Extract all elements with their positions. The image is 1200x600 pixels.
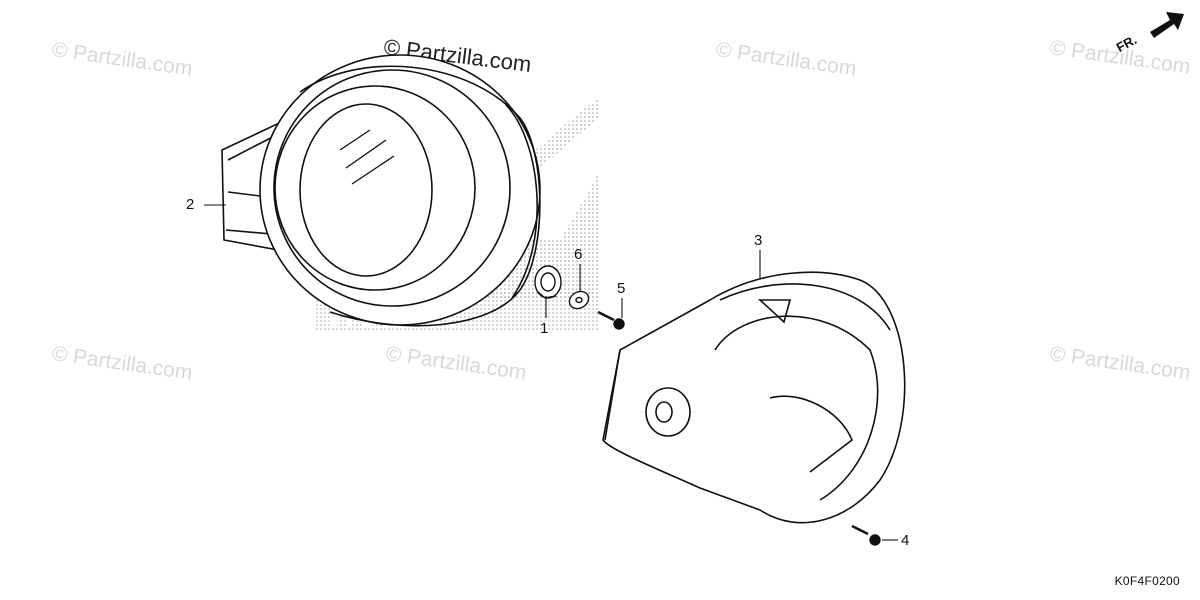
screw-part-4 bbox=[851, 524, 881, 546]
callout-2: 2 bbox=[186, 196, 195, 213]
callout-4: 4 bbox=[901, 532, 910, 549]
leader-lines bbox=[204, 204, 898, 541]
meter-cover-part-3 bbox=[602, 271, 906, 524]
callout-3: 3 bbox=[754, 232, 763, 249]
callout-1: 1 bbox=[540, 320, 549, 337]
callout-6: 6 bbox=[574, 246, 583, 263]
washer-part-6 bbox=[568, 290, 590, 310]
screw-part-5 bbox=[597, 310, 625, 330]
callout-5: 5 bbox=[617, 280, 626, 297]
fr-label: FR. bbox=[1113, 31, 1140, 56]
meter-housing-part-2 bbox=[221, 54, 541, 327]
fr-indicator: FR. bbox=[1112, 24, 1182, 64]
grommet-part-1 bbox=[534, 265, 562, 299]
diagram-code: K0F4F0200 bbox=[1114, 574, 1180, 588]
front-direction-arrow bbox=[1150, 12, 1184, 38]
